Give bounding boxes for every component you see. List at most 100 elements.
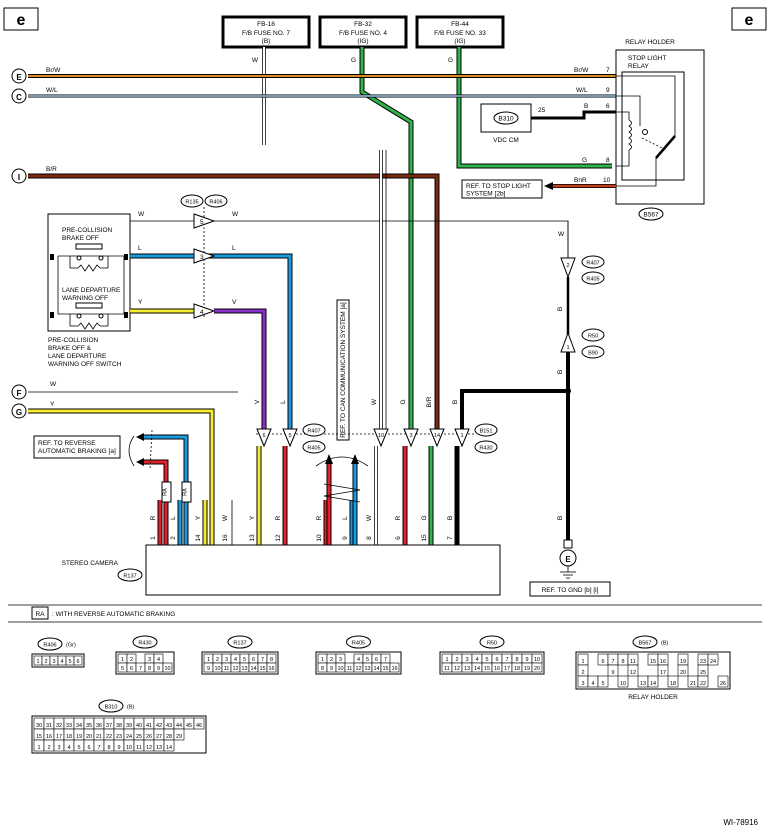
- connector-pin: 10: [164, 666, 170, 672]
- svg-text:AUTOMATIC BRAKING [a]: AUTOMATIC BRAKING [a]: [38, 448, 116, 455]
- connector-pin: 3: [148, 657, 151, 663]
- fuse-fb32-id: FB-32: [354, 21, 372, 28]
- connector-r50-right: 1 R50 B90: [560, 328, 605, 359]
- connector-pin: 25: [136, 734, 142, 740]
- connector-pin: 4: [60, 659, 63, 665]
- camera-pin-number: 10: [316, 534, 323, 542]
- switch-caption-3: LANE DEPARTURE: [48, 353, 107, 360]
- arrow-left-icon: [136, 458, 144, 466]
- connector-row-pin-3: 3: [403, 428, 419, 448]
- connector-r406-tag: R406: [204, 194, 228, 208]
- connector-pin: 13: [241, 666, 247, 672]
- page-marker-right: e: [731, 7, 767, 31]
- camera-wire-12: R12: [275, 446, 288, 545]
- connector-marker-c: C: [11, 88, 27, 104]
- wire-f-w: W: [28, 381, 238, 393]
- ref-stop-light-wire-color: BnR: [574, 177, 587, 184]
- connector-row-pin-5: 5: [282, 428, 298, 448]
- connector-marker-g: G: [11, 403, 27, 419]
- connector-pin: 3: [339, 657, 342, 663]
- switch-lower-label-1: LANE DEPARTURE: [62, 287, 121, 294]
- connector-pin: 20: [86, 734, 92, 740]
- camera-wire-16: W16: [222, 500, 233, 545]
- connector-pin: 13: [364, 666, 370, 672]
- connector-pin: 9: [157, 666, 160, 672]
- vdc-cm-label: VDC CM: [493, 137, 519, 144]
- connector-view-suffix: (Gr): [66, 643, 76, 649]
- svg-text:5: 5: [200, 219, 204, 226]
- connector-r407-tag: R407 R405: [302, 423, 326, 454]
- connector-pin: 4: [591, 681, 594, 687]
- wire-c-color-right: W/L: [576, 87, 588, 94]
- camera-wire-color: W: [222, 514, 229, 521]
- switch-upper-label-1: PRE-COLLISION: [62, 227, 113, 234]
- connector-pin: 12: [232, 666, 238, 672]
- connector-pin: 15: [484, 666, 490, 672]
- connector-pin: 13: [156, 745, 162, 751]
- svg-text:C: C: [16, 93, 22, 102]
- connector-pin: 6: [252, 657, 255, 663]
- svg-text:R406: R406: [209, 200, 222, 206]
- connector-pin: 14: [373, 666, 379, 672]
- connector-pin: 14: [650, 681, 656, 687]
- camera-pin-number: 9: [342, 536, 349, 540]
- connector-pin: 9: [525, 657, 528, 663]
- connector-pin: 13: [640, 681, 646, 687]
- connector-pin: 2: [330, 657, 333, 663]
- connector-pin: 41: [146, 723, 152, 729]
- connector-pin: 9: [207, 666, 210, 672]
- connector-pin: 21: [690, 681, 696, 687]
- connector-pin: 29: [176, 734, 182, 740]
- connector-pin: 20: [680, 670, 686, 676]
- fuse-fb32-power: (IG): [357, 38, 368, 45]
- connector-pin: 19: [524, 666, 530, 672]
- connector-pin: 10: [214, 666, 220, 672]
- camera-wire-color: R: [150, 515, 157, 520]
- connector-pin: 5: [601, 681, 604, 687]
- camera-pin-number: 12: [275, 534, 282, 542]
- arrow-left-icon: [136, 433, 144, 441]
- connector-row-pin-label: 5: [288, 433, 291, 439]
- svg-text:R135: R135: [185, 200, 198, 206]
- svg-text:1: 1: [566, 345, 569, 351]
- svg-text:B90: B90: [588, 351, 598, 357]
- connector-row-pin-6: 6: [256, 428, 272, 448]
- connector-pin: 4: [234, 657, 237, 663]
- wire-switch-w-color: W: [138, 211, 145, 218]
- connector-view-suffix: (B): [127, 705, 135, 711]
- camera-pin-number: 6: [395, 536, 402, 540]
- legend-text: : WITH REVERSE AUTOMATIC BRAKING: [52, 611, 175, 618]
- connector-pin: 17: [504, 666, 510, 672]
- svg-text:R405: R405: [586, 277, 599, 283]
- wire-e-color: Br/W: [46, 67, 61, 74]
- connector-row-pin-10: 10: [373, 428, 389, 448]
- ground-e: E: [559, 539, 577, 579]
- connector-pin: 9: [611, 670, 614, 676]
- stereo-camera-label: STEREO CAMERA: [62, 560, 119, 567]
- camera-pin-number: 14: [195, 534, 202, 542]
- fuse-fb44-power: (IG): [454, 38, 465, 45]
- connector-pin-3: 3: [193, 248, 216, 264]
- connector-pin: 8: [515, 657, 518, 663]
- svg-text:R407: R407: [586, 261, 599, 267]
- camera-pin-number: 1: [150, 536, 157, 540]
- connector-pin: 6: [87, 745, 90, 751]
- connector-pin: 13: [464, 666, 470, 672]
- connector-pin: 5: [366, 657, 369, 663]
- connector-pin: 10: [534, 657, 540, 663]
- connector-pin: 30: [36, 723, 42, 729]
- wire-g-color: Y: [50, 401, 55, 408]
- wire-switch-l-color: L: [138, 245, 142, 252]
- fuse-box-fb32: FB-32 F/B FUSE NO. 4 (IG): [318, 15, 408, 49]
- connector-pin: 8: [107, 745, 110, 751]
- connector-pin: 6: [130, 666, 133, 672]
- wire-switch-l-color-2: L: [232, 245, 236, 252]
- camera-pin-number: 2: [170, 536, 177, 540]
- connector-pin: 11: [630, 659, 636, 665]
- connector-pin: 19: [680, 659, 686, 665]
- connector-pin: 3: [465, 657, 468, 663]
- camera-wire-color: B: [447, 516, 454, 520]
- svg-text:F: F: [17, 389, 22, 398]
